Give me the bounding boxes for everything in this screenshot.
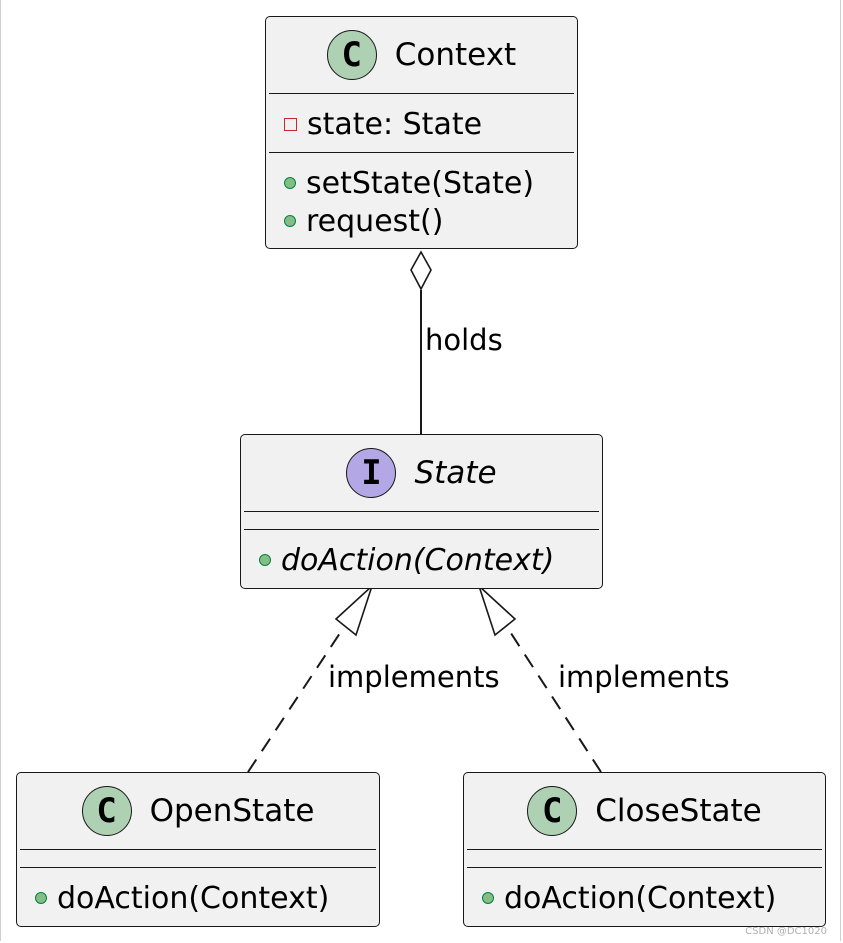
close-realization-arrowhead [477,583,517,637]
method-text: doAction(Context) [57,880,330,916]
class-badge-icon: C [81,786,132,836]
divider [244,529,599,530]
open-realization-arrowhead [334,583,374,637]
class-context-header: C Context [266,17,577,93]
close-implements-line [504,623,602,773]
method-text: doAction(Context) [281,542,555,578]
public-visibility-icon [284,177,296,189]
interface-badge-icon: I [346,448,397,498]
divider [269,152,574,153]
interface-state[interactable]: I State doAction(Context) [240,434,603,589]
public-visibility-icon [35,892,47,904]
class-name: Context [394,37,517,73]
class-open-state[interactable]: C OpenState doAction(Context) [16,772,380,927]
public-visibility-icon [284,215,296,227]
class-badge-icon: C [527,786,578,836]
method-text: doAction(Context) [504,880,777,916]
method-row: request() [284,201,443,241]
aggregation-diamond [410,250,432,291]
class-badge-icon: C [326,30,377,80]
divider [467,867,822,868]
class-close-state[interactable]: C CloseState doAction(Context) [463,772,826,927]
public-visibility-icon [482,892,494,904]
method-row: doAction(Context) [482,877,776,919]
watermark: CSDN @DC1020 [745,926,827,937]
class-name: OpenState [149,793,315,829]
private-visibility-icon [284,117,297,131]
class-open-state-header: C OpenState [17,773,379,849]
public-visibility-icon [259,554,271,566]
class-name: CloseState [595,793,762,829]
field-text: state: State [307,106,483,142]
open-implements-line [247,623,347,773]
method-text: request() [306,203,444,239]
method-row: setState(State) [284,163,534,203]
divider [20,867,376,868]
interface-state-header: I State [241,435,602,511]
method-text: setState(State) [306,165,535,201]
class-context[interactable]: C Context state: State setState(State) r… [265,16,578,249]
method-row: doAction(Context) [259,539,554,581]
method-row: doAction(Context) [35,877,329,919]
field-row: state: State [284,104,482,144]
divider [244,511,599,512]
divider [269,93,574,94]
interface-name: State [414,455,497,491]
divider [20,849,376,850]
open-implements-label: implements [328,660,500,694]
holds-label: holds [425,323,503,357]
divider [467,849,822,850]
close-implements-label: implements [558,660,730,694]
class-close-state-header: C CloseState [464,773,825,849]
